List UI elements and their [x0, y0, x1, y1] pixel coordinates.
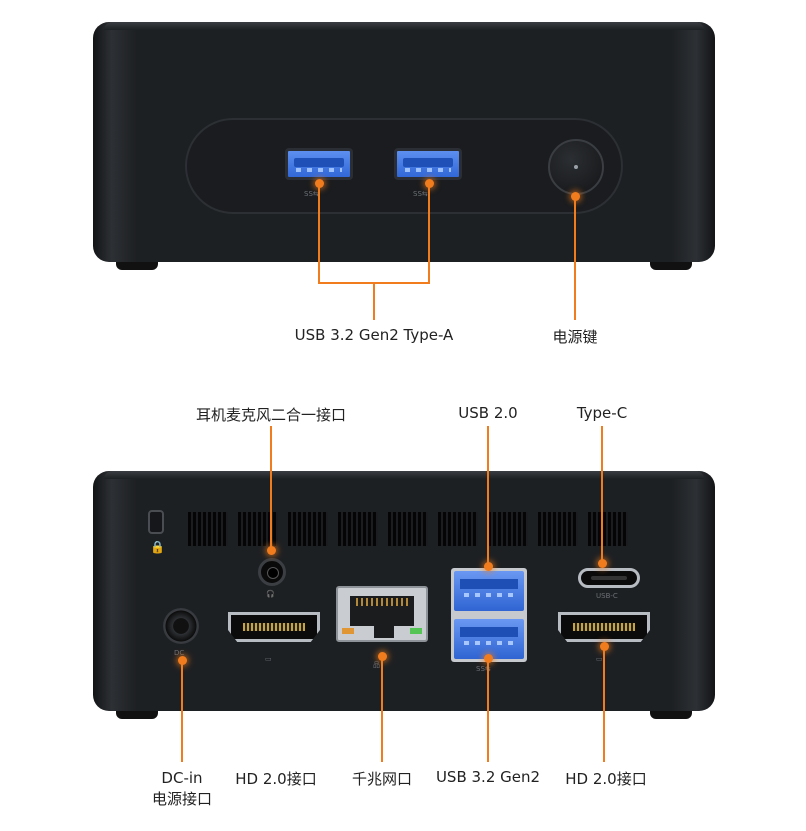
- vent-slot: [438, 512, 478, 546]
- label-type-c: Type-C: [576, 404, 628, 422]
- usb-2-port[interactable]: [454, 571, 524, 611]
- callout-dot-audio: [266, 545, 276, 555]
- front-device-top-edge: [104, 22, 704, 30]
- label-usb-3-2: USB 3.2 Gen2: [435, 768, 541, 786]
- vent-slot: [388, 512, 428, 546]
- ethernet-led-green: [410, 628, 422, 634]
- usb-stack: [451, 568, 527, 662]
- callout-line: [487, 426, 489, 566]
- front-usb-a-port-2[interactable]: [394, 148, 462, 180]
- dc-in-jack[interactable]: [163, 608, 199, 644]
- label-usb-2: USB 2.0: [458, 404, 518, 422]
- label-power-button: 电源键: [552, 328, 598, 346]
- callout-line: [318, 183, 320, 283]
- label-hdmi-right: HD 2.0接口: [565, 770, 647, 788]
- vent-slot: [488, 512, 528, 546]
- label-usb-a: USB 3.2 Gen2 Type-A: [294, 326, 454, 344]
- label-dc-in: DC-in 电源接口: [152, 768, 212, 810]
- label-ethernet: 千兆网口: [351, 770, 413, 788]
- network-icon: 品: [373, 661, 380, 669]
- type-c-mark: USB-C: [596, 592, 618, 600]
- ethernet-led-orange: [342, 628, 354, 634]
- usb-3-2-port[interactable]: [454, 619, 524, 659]
- callout-line: [601, 426, 603, 563]
- vent-slot: [238, 512, 278, 546]
- usb-ss-mark-2: SS⇆: [413, 190, 428, 198]
- callout-line: [381, 656, 383, 762]
- callout-dot-usb-2: [483, 561, 493, 571]
- callout-line: [373, 282, 375, 320]
- hdmi-port-right[interactable]: [558, 612, 650, 642]
- callout-line: [603, 646, 605, 762]
- callout-line: [181, 660, 183, 762]
- label-dc-in-line2: 电源接口: [151, 790, 213, 808]
- callout-line: [428, 183, 430, 283]
- back-device-top-edge: [104, 471, 704, 479]
- vent-slot: [288, 512, 328, 546]
- headphone-icon: 🎧: [266, 590, 275, 598]
- callout-line: [270, 426, 272, 550]
- usb-ss-mark-back: SS⇆: [476, 665, 491, 673]
- vent-slot: [188, 512, 228, 546]
- usb-ss-mark-1: SS⇆: [304, 190, 319, 198]
- power-button[interactable]: [548, 139, 604, 195]
- vent-slot: [538, 512, 578, 546]
- lock-icon: 🔒: [150, 540, 165, 554]
- vent-slot: [588, 512, 628, 546]
- hdmi-icon-left: ▭: [265, 655, 272, 663]
- dc-mark: DC: [174, 649, 185, 657]
- back-foot-left: [116, 711, 158, 719]
- label-hdmi-left: HD 2.0接口: [235, 770, 317, 788]
- front-foot-left: [116, 262, 158, 270]
- ethernet-port[interactable]: [336, 586, 428, 642]
- label-dc-in-line1: DC-in: [161, 769, 203, 787]
- power-indicator-icon: [574, 165, 578, 169]
- audio-combo-jack[interactable]: [258, 558, 286, 586]
- vent-slot: [338, 512, 378, 546]
- callout-line: [574, 196, 576, 320]
- type-c-port[interactable]: [578, 568, 640, 588]
- hdmi-port-left[interactable]: [228, 612, 320, 642]
- kensington-lock-slot: [148, 510, 164, 534]
- callout-dot-type-c: [597, 558, 607, 568]
- front-foot-right: [650, 262, 692, 270]
- callout-line: [487, 658, 489, 762]
- label-audio-combo: 耳机麦克风二合一接口: [195, 406, 347, 424]
- back-foot-right: [650, 711, 692, 719]
- front-usb-a-port-1[interactable]: [285, 148, 353, 180]
- hdmi-icon-right: ▭: [596, 655, 603, 663]
